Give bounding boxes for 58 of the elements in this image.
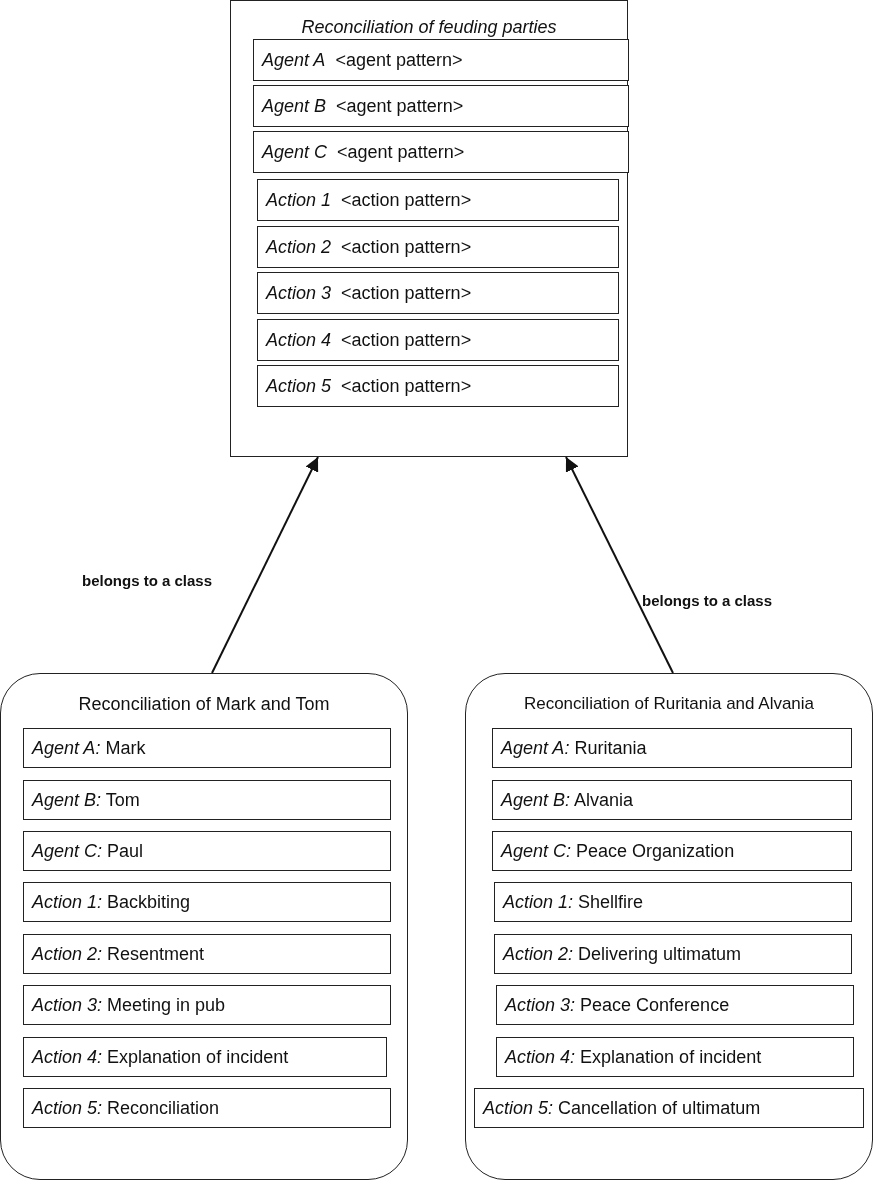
slot-text: Action 4 <action pattern>	[266, 329, 472, 351]
slot-box	[257, 365, 619, 407]
frame-title: Reconciliation of feuding parties	[300, 17, 558, 38]
slot-text: Action 3: Peace Conference	[505, 994, 730, 1016]
slot-box	[23, 1088, 391, 1128]
slot-text: Action 2: Resentment	[32, 943, 205, 965]
slot-text: Agent B: Alvania	[501, 789, 634, 811]
slot-text: Agent B: Tom	[32, 789, 140, 811]
slot-text: Agent B <agent pattern>	[262, 95, 464, 117]
slot-box	[23, 985, 391, 1025]
edge-label: belongs to a class	[642, 592, 773, 609]
slot-text: Agent C: Peace Organization	[501, 840, 735, 862]
slot-text: Action 2: Delivering ultimatum	[503, 943, 742, 965]
arrow	[565, 456, 674, 674]
instance-frame	[465, 673, 873, 1180]
slot-text: Action 1: Shellfire	[503, 891, 644, 913]
edge-label: belongs to a class	[82, 572, 213, 589]
arrow	[211, 456, 319, 674]
slot-text: Agent C <agent pattern>	[262, 141, 465, 163]
slot-text: Agent A: Mark	[32, 737, 146, 759]
instance-frame	[0, 673, 408, 1180]
slot-box	[496, 1037, 854, 1077]
slot-box	[257, 319, 619, 361]
slot-text: Agent C: Paul	[32, 840, 144, 862]
slot-box	[496, 985, 854, 1025]
slot-box	[23, 882, 391, 922]
slot-box	[494, 934, 852, 974]
slot-box	[257, 226, 619, 268]
slot-text: Action 5: Cancellation of ultimatum	[483, 1097, 761, 1119]
frame-title: Reconciliation of Ruritania and Alvania	[522, 694, 816, 714]
slot-box	[492, 728, 852, 768]
slot-box	[23, 934, 391, 974]
slot-box	[253, 85, 629, 127]
class-frame	[230, 0, 628, 457]
slot-box	[253, 39, 629, 81]
slot-box	[253, 131, 629, 173]
slot-box	[23, 831, 391, 871]
slot-text: Action 1 <action pattern>	[266, 189, 472, 211]
slot-box	[257, 272, 619, 314]
slot-text: Action 4: Explanation of incident	[505, 1046, 762, 1068]
frame-title: Reconciliation of Mark and Tom	[77, 694, 331, 715]
slot-text: Action 5: Reconciliation	[32, 1097, 220, 1119]
slot-box	[474, 1088, 864, 1128]
slot-box	[23, 728, 391, 768]
slot-box	[23, 1037, 387, 1077]
slot-text: Action 1: Backbiting	[32, 891, 191, 913]
slot-box	[492, 831, 852, 871]
slot-box	[257, 179, 619, 221]
slot-text: Action 5 <action pattern>	[266, 375, 472, 397]
slot-box	[494, 882, 852, 922]
slot-text: Action 3: Meeting in pub	[32, 994, 226, 1016]
slot-text: Action 4: Explanation of incident	[32, 1046, 289, 1068]
slot-box	[492, 780, 852, 820]
slot-box	[23, 780, 391, 820]
slot-text: Agent A <agent pattern>	[262, 49, 463, 71]
slot-text: Action 3 <action pattern>	[266, 282, 472, 304]
slot-text: Agent A: Ruritania	[501, 737, 647, 759]
slot-text: Action 2 <action pattern>	[266, 236, 472, 258]
